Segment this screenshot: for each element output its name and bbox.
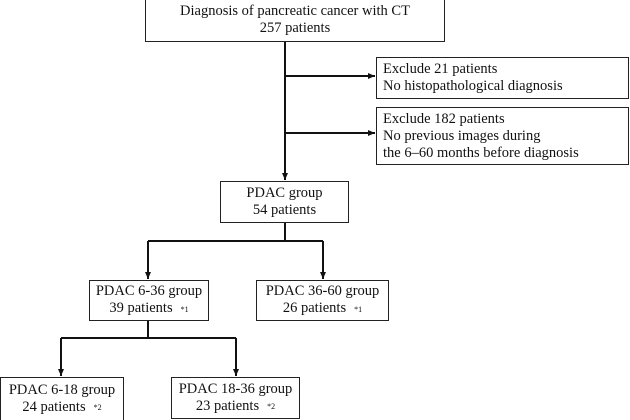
footnote-marker: *2 — [93, 403, 102, 413]
node-reason-cont: the 6–60 months before diagnosis — [383, 144, 579, 161]
node-title: PDAC group — [246, 185, 323, 201]
footnote-marker: *1 — [180, 304, 189, 314]
node-reason: No histopathological diagnosis — [383, 78, 563, 94]
node-count: 257 patients — [259, 20, 331, 36]
node-pdac-36-60: PDAC 36-60 group 26 patients *1 — [256, 280, 389, 321]
node-title: Diagnosis of pancreatic cancer with CT — [180, 3, 410, 19]
node-pdac-18-36: PDAC 18-36 group 23 patients *2 — [171, 377, 300, 419]
node-count: 39 patients — [109, 300, 173, 317]
node-title: Exclude 182 patients — [383, 110, 505, 127]
node-count: 24 patients — [22, 398, 86, 415]
node-pdac-6-18: PDAC 6-18 group 24 patients *2 — [0, 377, 124, 420]
node-title: PDAC 6-36 group — [95, 283, 203, 300]
node-count: 26 patients — [282, 300, 347, 317]
node-diagnosis: Diagnosis of pancreatic cancer with CT 2… — [145, 0, 445, 42]
node-title: PDAC 6-18 group — [8, 381, 116, 398]
footnote-marker: *1 — [354, 304, 363, 314]
node-count: 54 patients — [252, 202, 317, 218]
node-reason: No previous images during — [383, 127, 541, 144]
node-title: PDAC 18-36 group — [178, 380, 293, 397]
node-exclude-2: Exclude 182 patients No previous images … — [376, 107, 629, 165]
node-count: 23 patients — [195, 397, 260, 414]
node-title: Exclude 21 patients — [383, 61, 498, 77]
node-pdac: PDAC group 54 patients — [220, 181, 349, 223]
footnote-marker: *2 — [267, 402, 276, 412]
node-exclude-1: Exclude 21 patients No histopathological… — [376, 57, 629, 99]
node-pdac-6-36: PDAC 6-36 group 39 patients *1 — [89, 280, 209, 321]
node-title: PDAC 36-60 group — [265, 283, 380, 300]
